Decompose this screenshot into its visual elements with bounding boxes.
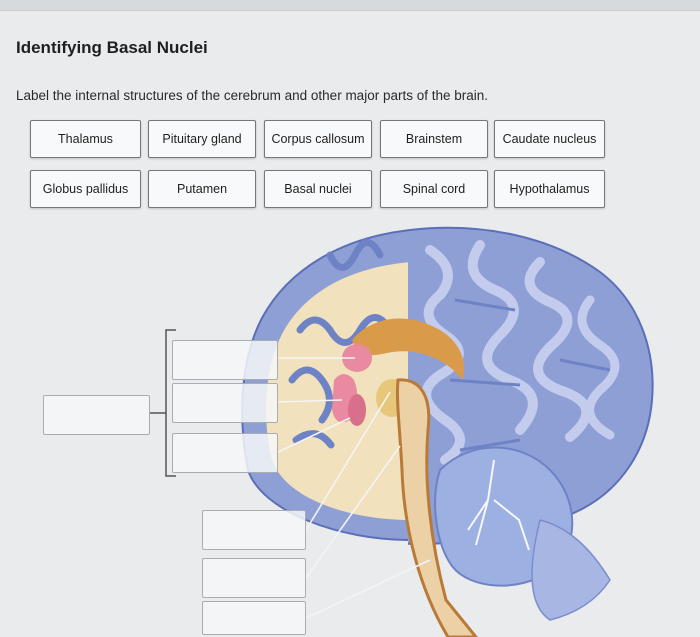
label-chip-spinal-cord[interactable]: Spinal cord [380,170,488,208]
drop-target-4[interactable] [202,510,306,550]
drop-target-5[interactable] [202,558,306,598]
drop-target-basal-group[interactable] [43,395,150,435]
leader-lines [277,357,431,619]
label-chip-putamen[interactable]: Putamen [148,170,256,208]
label-chip-corpus-callosum[interactable]: Corpus callosum [264,120,372,158]
label-chip-caudate-nucleus[interactable]: Caudate nucleus [494,120,605,158]
label-chip-basal-nuclei[interactable]: Basal nuclei [264,170,372,208]
label-chip-hypothalamus[interactable]: Hypothalamus [494,170,605,208]
page-title: Identifying Basal Nuclei [16,38,208,57]
label-chip-pituitary-gland[interactable]: Pituitary gland [148,120,256,158]
label-chip-brainstem[interactable]: Brainstem [380,120,488,158]
brainstem-shape [395,378,478,637]
corpus-callosum-shape [352,318,464,380]
label-chip-thalamus[interactable]: Thalamus [30,120,141,158]
grouping-bracket [165,329,176,477]
drop-target-6[interactable] [202,601,306,635]
drop-target-2[interactable] [172,383,278,423]
drop-target-3[interactable] [172,433,278,473]
top-bar [0,0,700,11]
instructions-text: Label the internal structures of the cer… [16,88,489,103]
label-chip-globus-pallidus[interactable]: Globus pallidus [30,170,141,208]
drop-target-1[interactable] [172,340,278,380]
caudate-shape [342,344,372,372]
globus-pallidus-shape [348,394,366,426]
